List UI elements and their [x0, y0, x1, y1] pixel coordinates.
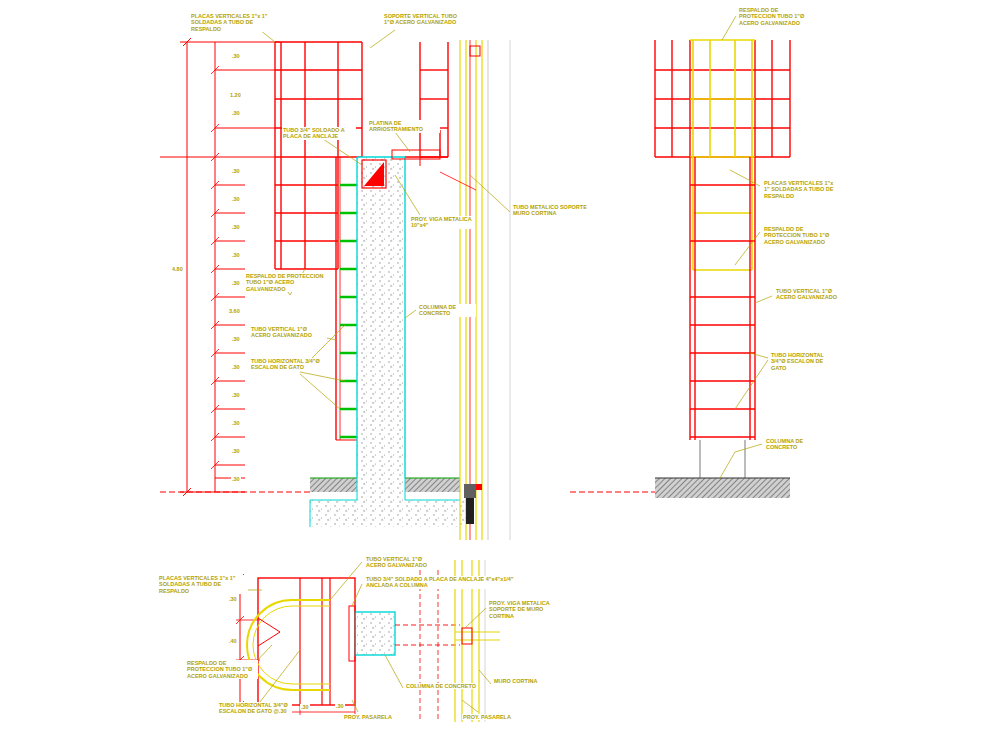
callout-note: TUBO 3/4" SOLDADO A PLACA DE ANCLAJE — [282, 127, 356, 140]
callout-note: PLACAS VERTICALES 1"x 1" SOLDADAS A TUBO… — [158, 575, 248, 594]
dimension-text: .30 — [231, 476, 241, 482]
callout-note: RESPALDO DE PROTECCION TUBO 1"Ø ACERO GA… — [245, 273, 327, 292]
callout-note: PROY. VIGA METALICA SOPORTE DE MURO CORT… — [488, 600, 552, 619]
dimension-text: .30 — [231, 196, 241, 202]
dimension-text: .30 — [231, 420, 241, 426]
dimension-text: .30 — [231, 110, 241, 116]
callout-note: TUBO VERTICAL 1"Ø ACERO GALVANIZADO — [365, 556, 439, 569]
dimension-text: .30 — [231, 392, 241, 398]
callout-note: SOPORTE VERTICAL TUBO 1"Ø ACERO GALVANIZ… — [383, 13, 463, 26]
callout-note: RESPALDO DE PROTECCION TUBO 1"Ø ACERO GA… — [763, 226, 841, 245]
callout-note: PLACAS VERTICALES 1"x 1" SOLDADAS A TUBO… — [190, 13, 284, 32]
dimension-text: .30 — [228, 596, 238, 602]
callout-note: PROY. PASARELA — [343, 714, 405, 720]
callout-note: COLUMNA DE CONCRETO — [418, 304, 476, 317]
callout-note: PLACAS VERTICALES 1"x 1" SOLDADAS A TUBO… — [763, 180, 841, 199]
callout-note: TUBO HORIZONTAL 3/4"Ø ESCALON DE GATO @.… — [218, 702, 292, 715]
callout-note: TUBO METALICO SOPORTE MURO CORTINA — [512, 204, 599, 217]
left-elevation — [160, 26, 510, 540]
dimension-text: .30 — [231, 224, 241, 230]
callout-note: MURO CORTINA — [493, 678, 555, 684]
callout-note: COLUMNA DE CONCRETO — [765, 438, 827, 451]
callout-note: TUBO 3/4" SOLDADO A PLACA DE ANCLAJE 4"x… — [365, 576, 532, 589]
dimension-text: .40 — [228, 638, 238, 644]
dimension-text: .30 — [231, 252, 241, 258]
right-elevation — [570, 16, 790, 498]
dimension-text: .30 — [231, 280, 241, 286]
callout-note: COLUMNA DE CONCRETO — [405, 683, 477, 689]
callout-note: TUBO VERTICAL 1"Ø ACERO GALVANIZADO — [775, 288, 839, 301]
callout-note: PROY. PASARELA — [462, 714, 524, 720]
dimension-text: 1.20 — [229, 92, 242, 98]
dimension-text: .30 — [231, 364, 241, 370]
dimension-text: .30 — [335, 703, 345, 709]
dimension-text: 3.60 — [228, 308, 241, 314]
dimension-text: .30 — [231, 168, 241, 174]
dimension-text: .30 — [231, 336, 241, 342]
dimension-text: .30 — [300, 704, 310, 710]
dimension-text: .30 — [231, 448, 241, 454]
callout-note: RESPALDO DE PROTECCION TUBO 1"Ø ACERO GA… — [186, 660, 258, 679]
callout-note: RESPALDO DE PROTECCION TUBO 1"Ø ACERO GA… — [738, 7, 812, 26]
callout-note: TUBO HORIZONTAL 3/4"Ø ESCALON DE GATO — [770, 352, 838, 371]
dimension-text: .30 — [231, 53, 241, 59]
callout-note: PROY. VIGA METALICA 10"x4" — [410, 216, 474, 229]
callout-note: TUBO VERTICAL 1"Ø ACERO GALVANIZADO — [250, 326, 327, 339]
callout-note: TUBO HORIZONTAL 3/4"Ø ESCALON DE GATO — [250, 358, 327, 371]
callout-note: PLATINA DE ARRIOSTRAMIENTO — [368, 120, 440, 133]
dimension-text: 4.80 — [171, 266, 184, 272]
